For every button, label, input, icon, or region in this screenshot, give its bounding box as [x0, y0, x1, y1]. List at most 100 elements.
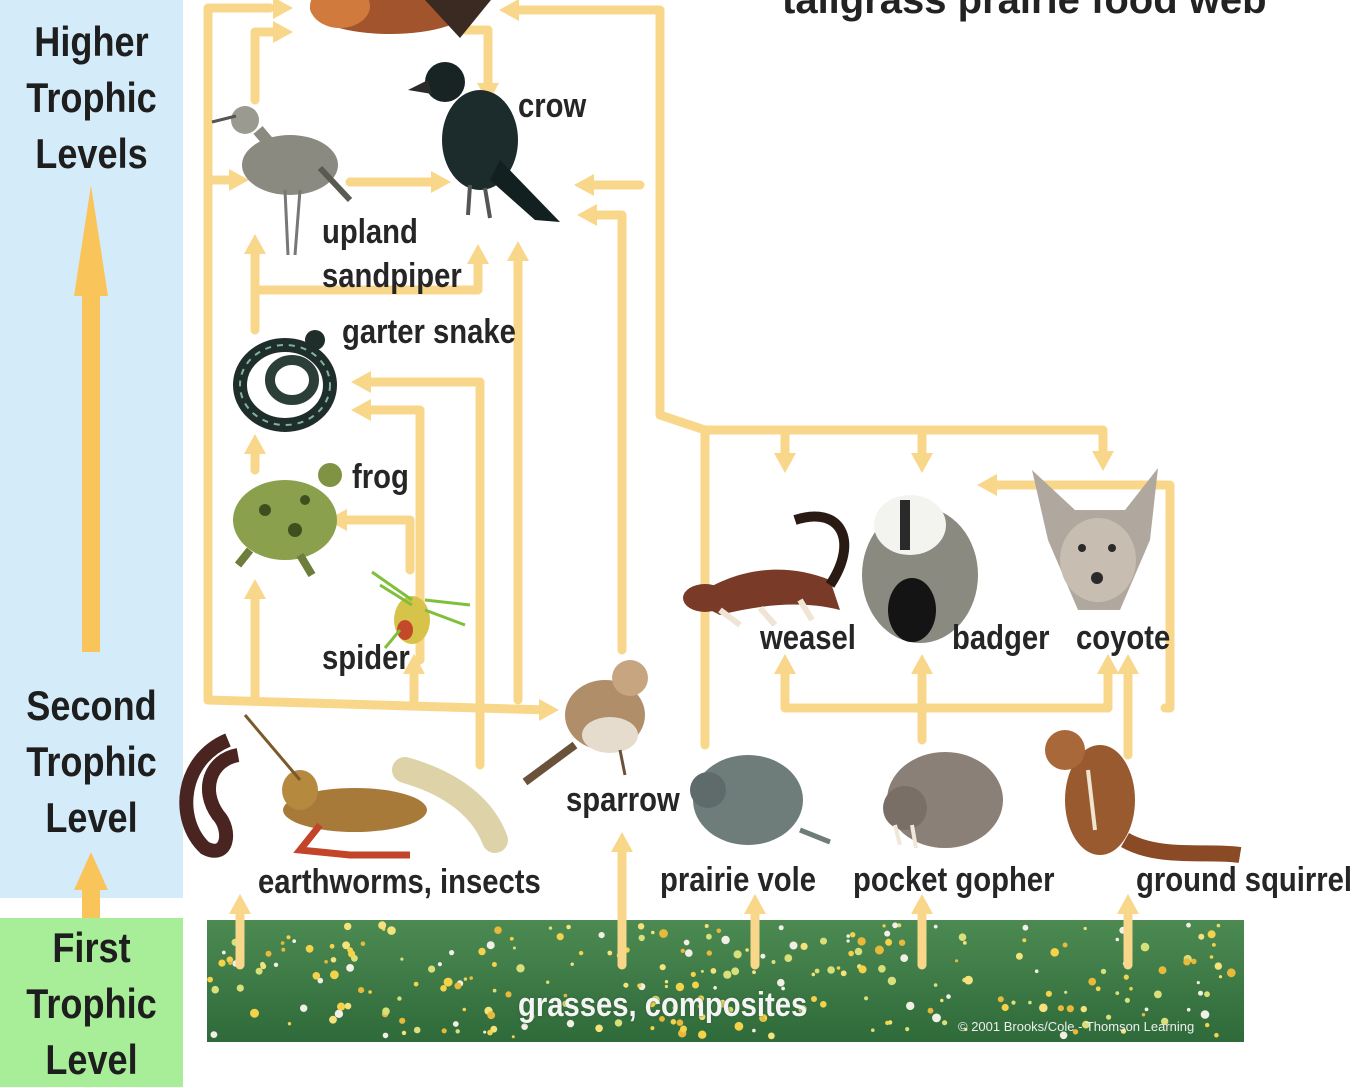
meadow-flower	[1088, 978, 1096, 986]
arrowhead	[351, 371, 371, 393]
meadow-flower	[639, 935, 645, 941]
meadow-flower	[1002, 1004, 1009, 1011]
meadow-flower	[875, 946, 884, 955]
meadow-flower	[859, 965, 867, 973]
meadow-flower	[864, 996, 868, 1000]
meadow-flower	[745, 948, 749, 952]
meadow-flower	[324, 960, 328, 964]
meadow-flower	[1125, 998, 1130, 1003]
meadow-flower	[557, 933, 564, 940]
meadow-flower	[878, 965, 886, 973]
meadow-flower	[892, 922, 898, 928]
meadow-flower	[549, 926, 552, 929]
meadow-flower	[397, 996, 401, 1000]
meadow-flower	[707, 950, 712, 955]
producers-label: grasses, composites	[518, 986, 807, 1025]
meadow-flower	[942, 1020, 947, 1025]
meadow-flower	[361, 941, 366, 946]
meadow-flower	[815, 969, 820, 974]
meadow-flower	[899, 940, 905, 946]
meadow-flower	[599, 932, 605, 938]
meadow-flower	[487, 1011, 495, 1019]
pocket-gopher-image	[883, 752, 1003, 848]
arrowhead	[507, 241, 529, 261]
meadow-flower	[650, 1026, 654, 1030]
arrowhead	[273, 0, 293, 19]
meadow-flower	[579, 951, 583, 955]
meadow-flower	[211, 1031, 218, 1038]
meadow-flower	[1187, 1008, 1191, 1012]
meadow-flower	[281, 948, 285, 952]
meadow-flower	[494, 926, 502, 934]
meadow-flower	[222, 951, 226, 955]
meadow-flower	[959, 933, 967, 941]
meadow-flower	[850, 932, 855, 937]
meadow-flower	[638, 923, 644, 929]
arrowhead	[977, 474, 997, 496]
meadow-flower	[300, 1005, 307, 1012]
meadow-flower	[1084, 927, 1087, 930]
meadow-flower	[841, 970, 847, 976]
arrowhead	[244, 579, 266, 599]
earthworms-insects-label: earthworms, insects	[258, 862, 541, 902]
web-arrow-spider-to-frog	[338, 520, 410, 570]
prairie-vole-label: prairie vole	[660, 860, 816, 900]
meadow-flower	[1063, 943, 1068, 948]
meadow-flower	[721, 936, 729, 944]
coyote-label: coyote	[1076, 618, 1170, 658]
arrowhead	[1092, 451, 1114, 471]
meadow-flower	[665, 980, 668, 983]
meadow-flower	[801, 943, 808, 950]
meadow-flower	[1011, 1001, 1015, 1005]
meadow-flower	[685, 949, 693, 957]
meadow-flower	[211, 986, 219, 994]
meadow-flower	[335, 1010, 343, 1018]
meadow-flower	[1217, 924, 1221, 928]
arrowhead	[244, 434, 266, 454]
web-arrow-sparrow-to-crow	[588, 215, 622, 650]
meadow-flower	[346, 964, 354, 972]
meadow-flower	[306, 945, 314, 953]
meadow-flower	[1191, 959, 1197, 965]
arrowhead	[911, 453, 933, 473]
meadow-flower	[571, 963, 574, 966]
meadow-flower	[337, 1003, 345, 1011]
arrowhead	[229, 894, 251, 914]
meadow-flower	[964, 976, 973, 985]
meadow-flower	[387, 926, 396, 935]
arrowhead	[539, 699, 559, 721]
meadow-flower	[313, 972, 321, 980]
meadow-flower	[344, 923, 351, 930]
meadow-flower	[1064, 991, 1067, 994]
meadow-flower	[906, 1002, 914, 1010]
meadow-flower	[440, 985, 447, 992]
meadow-flower	[330, 944, 335, 949]
meadow-flower	[1016, 953, 1023, 960]
meadow-flower	[510, 937, 514, 941]
meadow-flower	[885, 1021, 889, 1025]
meadow-flower	[207, 977, 213, 983]
meadow-flower	[1183, 958, 1190, 965]
meadow-flower	[454, 982, 461, 989]
meadow-flower	[681, 949, 685, 953]
meadow-flower	[1035, 969, 1039, 973]
meadow-flower	[659, 929, 668, 938]
meadow-flower	[512, 1035, 515, 1038]
meadow-flower	[723, 971, 731, 979]
weasel-label: weasel	[760, 618, 856, 658]
meadow-flower	[478, 948, 485, 955]
meadow-flower	[331, 957, 337, 963]
meadow-flower	[928, 1008, 934, 1014]
arrowhead	[574, 174, 594, 196]
arrowhead	[911, 654, 933, 674]
meadow-flower	[607, 951, 612, 956]
meadow-flower	[955, 959, 958, 962]
arrowhead	[351, 399, 371, 421]
frog-image	[233, 463, 342, 575]
meadow-flower	[1197, 981, 1200, 984]
meadow-flower	[513, 947, 516, 950]
meadow-flower	[1022, 938, 1026, 942]
meadow-flower	[768, 1033, 775, 1040]
meadow-flower	[651, 931, 655, 935]
meadow-flower	[820, 938, 827, 945]
